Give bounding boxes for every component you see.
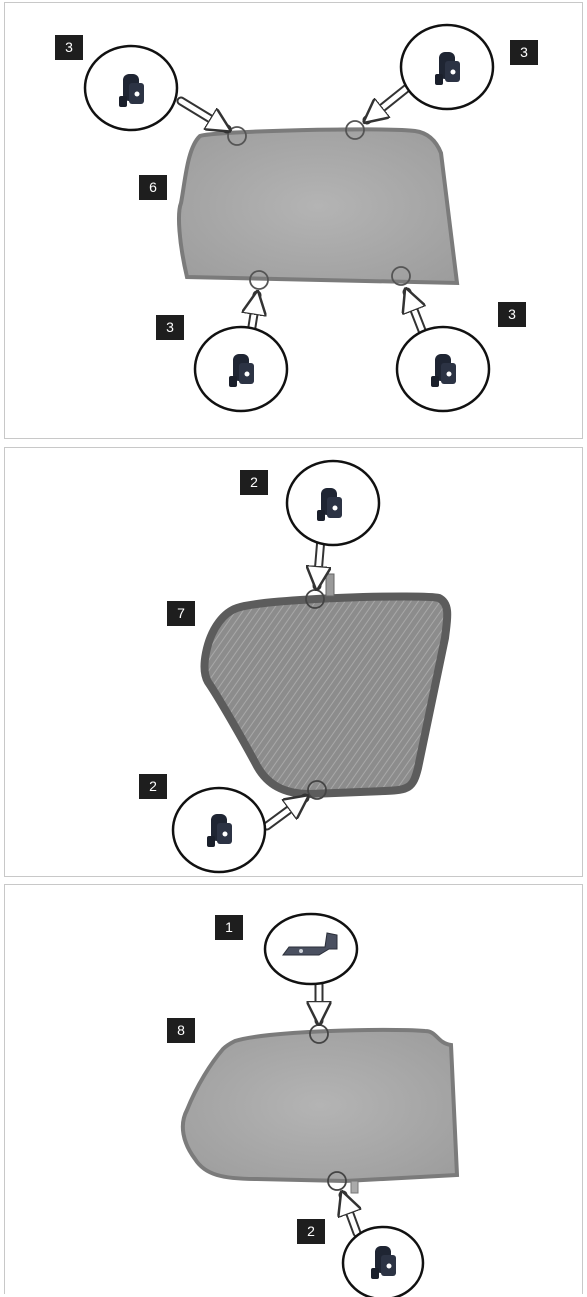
callout-qty-top-left: 3 (55, 35, 83, 60)
callout-qty-bottom-left: 3 (156, 315, 184, 340)
clip-detail-top-right (401, 25, 493, 109)
window-screen-shape (183, 1030, 457, 1181)
clip-detail-bottom (173, 788, 265, 872)
diagram-rear-side-screen (5, 3, 584, 440)
arrow-bottom-right (407, 292, 423, 333)
screen-label: 6 (139, 175, 167, 200)
arrow-bottom (267, 798, 305, 826)
screen-bracket (326, 574, 334, 596)
window-screen-shape (179, 129, 457, 283)
clip-detail-top (265, 914, 357, 984)
clip-detail-top (287, 461, 379, 545)
panel-rear-side-screen: 3 3 3 3 6 (4, 2, 583, 439)
diagram-quarter-window-screen (5, 448, 584, 878)
arrow-top (317, 538, 321, 586)
clip-detail-bottom-left (195, 327, 287, 411)
screen-bracket (351, 1181, 358, 1193)
diagram-rear-door-screen (5, 885, 584, 1297)
callout-qty-bottom: 2 (297, 1219, 325, 1244)
screen-label: 8 (167, 1018, 195, 1043)
arrow-top-left (181, 101, 227, 129)
screen-label: 7 (167, 601, 195, 626)
callout-qty-top: 2 (240, 470, 268, 495)
arrow-top-right (367, 88, 407, 120)
arrow-bottom (343, 1195, 357, 1233)
callout-qty-top: 1 (215, 915, 243, 940)
panel-quarter-window-screen: 2 2 7 (4, 447, 583, 877)
clip-detail-top-left (85, 46, 177, 130)
clip-detail-bottom-right (397, 327, 489, 411)
panel-rear-door-screen: 1 2 8 (4, 884, 583, 1294)
callout-qty-bottom: 2 (139, 774, 167, 799)
clip-detail-bottom (343, 1227, 423, 1297)
callout-qty-bottom-right: 3 (498, 302, 526, 327)
window-screen-shape (205, 596, 448, 794)
callout-qty-top-right: 3 (510, 40, 538, 65)
